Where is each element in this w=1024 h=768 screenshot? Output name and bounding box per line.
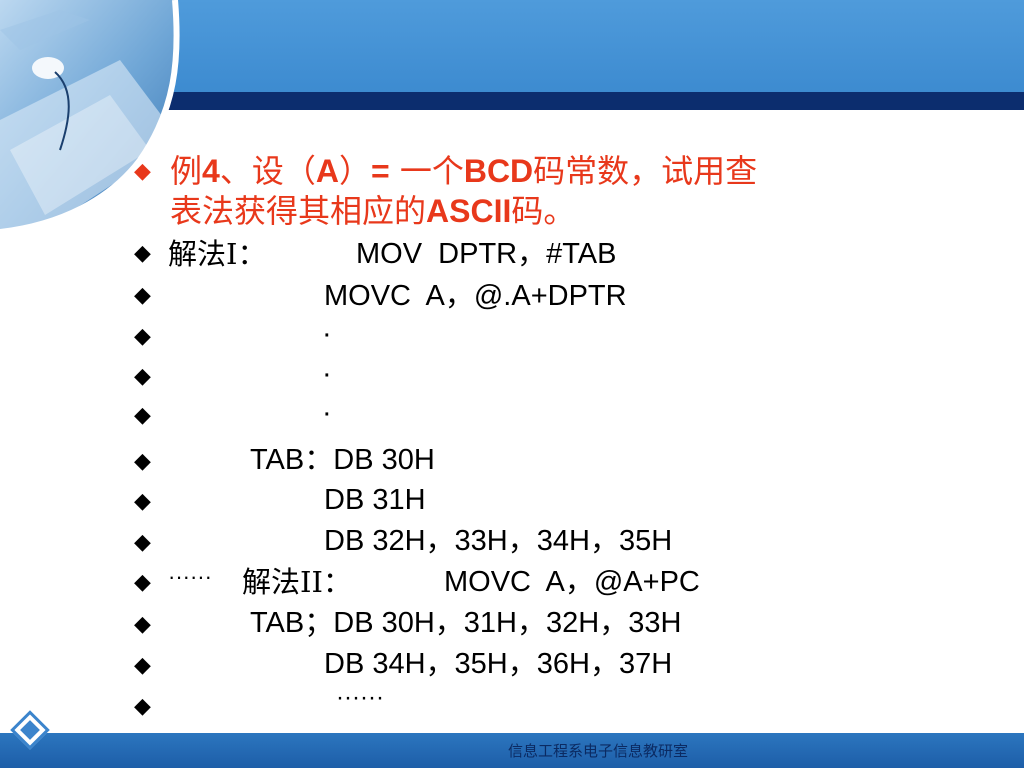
diamond-bullet-icon: ◆	[134, 449, 151, 474]
diamond-bullet-icon: ◆	[134, 570, 151, 595]
code-line: MOVC A，@A+PC	[444, 566, 700, 598]
code-line: ·	[322, 358, 332, 390]
diamond-bullet-icon: ◆	[134, 653, 151, 678]
corner-decoration-image	[0, 0, 195, 232]
diamond-bullet-icon: ◆	[134, 324, 151, 349]
code-line: MOV DPTR，#TAB	[356, 238, 617, 270]
ellipsis-prefix: ······	[168, 564, 212, 589]
code-line: ······	[336, 684, 384, 711]
diamond-bullet-icon: ◆	[134, 364, 151, 389]
diamond-bullet-icon: ◆	[134, 530, 151, 555]
slide-title: 例4、设（A）= 一个BCD码常数，试用查表法获得其相应的ASCII码。	[170, 152, 758, 230]
method-label: 解法I：	[168, 237, 267, 271]
header-stripe	[0, 92, 1024, 110]
code-line: TAB：DB 30H	[250, 444, 435, 476]
diamond-bullet-icon: ◆	[134, 159, 151, 184]
code-line: ·	[322, 397, 332, 429]
code-line: MOVC A，@.A+DPTR	[324, 280, 627, 312]
diamond-bullet-icon: ◆	[134, 283, 151, 308]
diamond-bullet-icon: ◆	[134, 403, 151, 428]
footer-band	[0, 733, 1024, 768]
footer-text: 信息工程系电子信息教研室	[508, 742, 689, 760]
code-line: TAB；DB 30H，31H，32H，33H	[250, 607, 682, 639]
code-line: DB 32H，33H，34H，35H	[324, 525, 673, 557]
code-line: ·	[322, 318, 332, 350]
diamond-bullet-icon: ◆	[134, 612, 151, 637]
diamond-bullet-icon: ◆	[134, 241, 151, 266]
code-line: DB 34H，35H，36H，37H	[324, 648, 673, 680]
diamond-bullet-icon: ◆	[134, 489, 151, 514]
method-label: 解法II：	[242, 565, 352, 599]
diamond-bullet-icon: ◆	[134, 694, 151, 719]
code-line: DB 31H	[324, 484, 426, 516]
